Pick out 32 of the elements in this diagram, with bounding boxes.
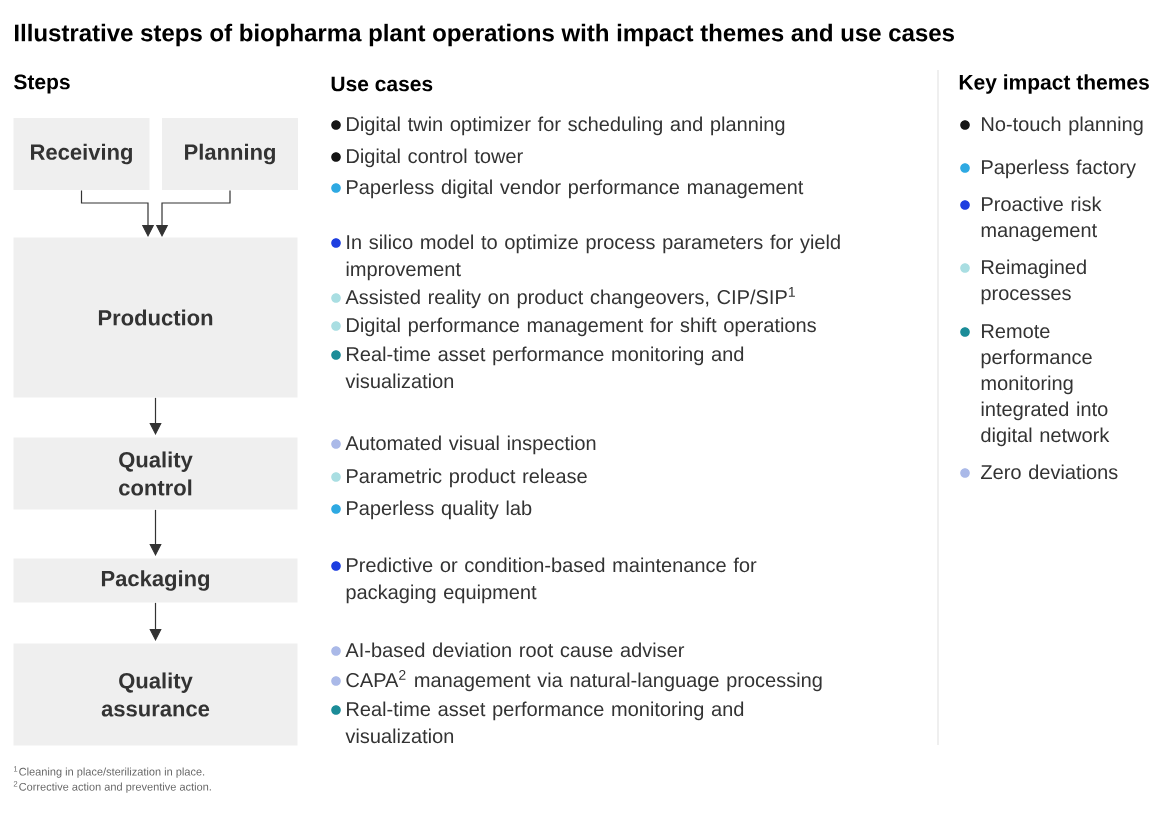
step-box: Planning: [162, 118, 298, 190]
use-case-text: Automated visual inspection: [345, 435, 596, 455]
legend-text: Paperless factory: [982, 159, 1136, 179]
footnote: $^{1}$Cleaning in place/sterilization in place.: [14, 766, 205, 778]
use-case-text: Paperless quality lab: [347, 500, 532, 520]
step-box: Production: [13, 237, 298, 398]
use-case-text: Parametric product release: [347, 468, 587, 488]
legend-text: Remote performance monitoring integrated into digital network: [981, 324, 1110, 447]
column-heading: Steps: [14, 74, 70, 94]
footnote: $^{2}$Corrective action and preventive action.: [13, 781, 211, 793]
step-box: Quality assurance: [13, 643, 298, 746]
legend-text: Reimagined processes: [981, 259, 1086, 305]
use-case-text: In silico model to optimize process parameters for yield improvement: [346, 234, 840, 281]
column-heading: Use cases: [331, 76, 433, 92]
title: Illustrative steps of biopharma plant operations with impact themes and use cases: [15, 23, 954, 47]
use-case-text: Digital performance management for shift operations: [347, 317, 816, 337]
step-box: Quality control: [13, 437, 298, 510]
legend-text: Zero deviations: [981, 464, 1118, 480]
use-case-text: Digital control tower: [347, 148, 523, 168]
use-case-text: Real-time asset performance monitoring and visualization: [345, 346, 744, 389]
use-case-text: Real-time asset performance monitoring and visualization: [345, 701, 744, 744]
use-case-text: Predictive or condition-based maintenance for packaging equipment: [346, 557, 757, 604]
use-case-text: CAPA$^{2}$ management via natural-language processing: [346, 670, 822, 692]
step-box: Packaging: [13, 558, 298, 603]
column-heading: Key impact themes: [959, 74, 1149, 94]
use-case-text: Paperless digital vendor performance management: [347, 179, 804, 199]
use-case-text: AI-based deviation root cause adviser: [345, 642, 685, 658]
use-case-text: Digital twin optimizer for scheduling and planning: [347, 116, 785, 136]
legend-text: Proactive risk management: [981, 196, 1102, 242]
step-box: Receiving: [13, 118, 150, 190]
legend-text: No-touch planning: [982, 116, 1143, 136]
use-case-text: Assisted reality on product changeovers, CIP/SIP$^{1}$: [345, 287, 795, 309]
